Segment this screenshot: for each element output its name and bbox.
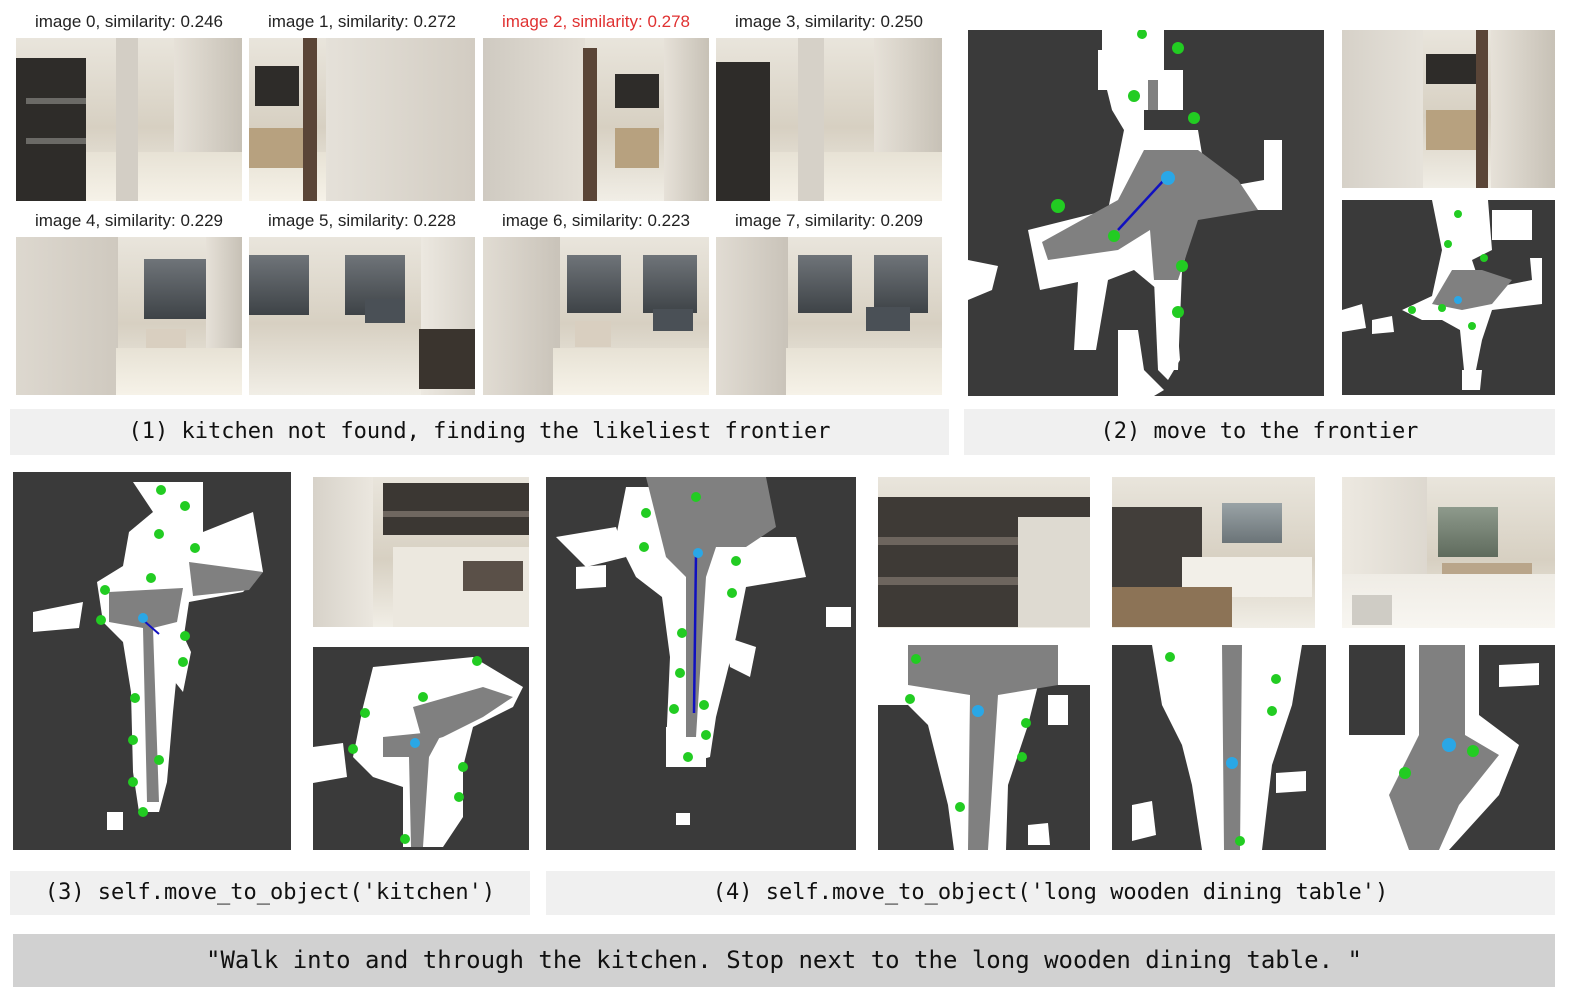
image-1-photo — [249, 38, 475, 201]
image-7-label: image 7, similarity: 0.209 — [734, 211, 924, 230]
image-5-photo — [249, 237, 475, 395]
panel-3-view-photo — [313, 477, 529, 627]
panel-4-small-map-3 — [1349, 645, 1555, 850]
image-4-photo — [16, 237, 242, 395]
panel-4-caption: (4) self.move_to_object('long wooden din… — [546, 871, 1555, 915]
image-4-label: image 4, similarity: 0.229 — [34, 211, 224, 230]
image-0-label: image 0, similarity: 0.246 — [34, 12, 224, 31]
image-7-photo — [716, 237, 942, 395]
panel-3-caption: (3) self.move_to_object('kitchen') — [10, 871, 530, 915]
image-2-photo — [483, 38, 709, 201]
panel-3-large-map — [13, 472, 291, 850]
panel-2-caption: (2) move to the frontier — [964, 409, 1555, 455]
panel-1-caption: (1) kitchen not found, finding the likel… — [10, 409, 949, 455]
image-2-label: image 2, similarity: 0.278 — [501, 12, 691, 31]
image-0-photo — [16, 38, 242, 201]
panel-3-small-map — [313, 647, 529, 850]
image-3-label: image 3, similarity: 0.250 — [734, 12, 924, 31]
panel-2-small-map — [1342, 200, 1555, 395]
image-6-label: image 6, similarity: 0.223 — [501, 211, 691, 230]
instruction-text: "Walk into and through the kitchen. Stop… — [13, 934, 1555, 987]
image-6-photo — [483, 237, 709, 395]
panel-4-small-map-2 — [1112, 645, 1326, 850]
panel-2-view-photo — [1342, 30, 1555, 188]
panel-2-large-map — [968, 30, 1324, 396]
panel-4-view-photo-2 — [1112, 477, 1315, 628]
image-3-photo — [716, 38, 942, 201]
panel-4-small-map-1 — [878, 645, 1090, 850]
panel-4-view-photo-3 — [1342, 477, 1555, 628]
image-5-label: image 5, similarity: 0.228 — [267, 211, 457, 230]
panel-4-view-photo-1 — [878, 477, 1090, 628]
image-1-label: image 1, similarity: 0.272 — [267, 12, 457, 31]
panel-4-large-map — [546, 477, 856, 850]
